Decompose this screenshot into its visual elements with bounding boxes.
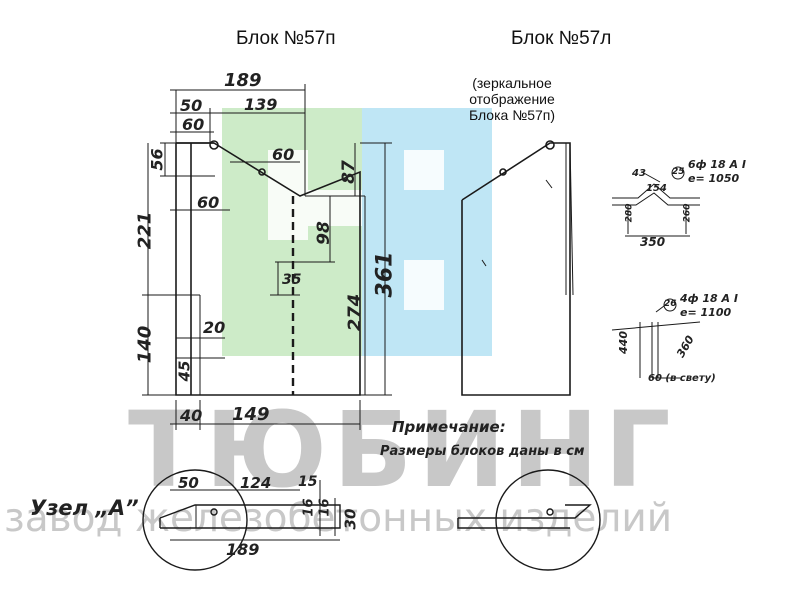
dim-50: 50 xyxy=(180,96,203,115)
node-dim-189: 189 xyxy=(226,540,260,559)
logo-blue-block xyxy=(362,108,492,356)
node-dim-16-b: 16 xyxy=(317,498,333,517)
dim-98: 98 xyxy=(313,221,334,245)
title-block-57p: Блок №57п xyxy=(236,28,336,49)
dim-140: 140 xyxy=(134,325,156,364)
sec25-h1: 280 xyxy=(624,203,635,223)
dim-274: 274 xyxy=(344,293,366,332)
block-57p-dimensions xyxy=(142,84,392,430)
dim-221: 221 xyxy=(134,211,156,250)
dim-60-left: 60 xyxy=(197,193,220,212)
node-a-label: Узел „А” xyxy=(30,496,139,520)
sec26-gap: 60 (в свету) xyxy=(648,373,716,384)
dim-139: 139 xyxy=(244,95,278,114)
sec25-number: 25 xyxy=(672,167,685,177)
dim-60-top: 60 xyxy=(182,115,205,134)
sec26-height: 440 xyxy=(616,331,630,354)
dim-60-mid: 60 xyxy=(272,145,295,164)
sec26-length: е= 1100 xyxy=(680,306,732,319)
block-57l-outline xyxy=(461,140,574,396)
dim-56: 56 xyxy=(147,148,167,171)
dim-45: 45 xyxy=(175,360,194,382)
logo-white-bar-3 xyxy=(404,260,444,310)
watermark-brand: ТЮБИНГ xyxy=(128,389,677,511)
node-dim-15: 15 xyxy=(298,474,318,490)
dim-87: 87 xyxy=(338,160,359,184)
sec25-angle-154: 154 xyxy=(646,183,667,194)
node-a-detail xyxy=(142,469,601,571)
dim-361: 361 xyxy=(372,251,398,298)
dim-35: 35 xyxy=(282,272,302,288)
mirror-note-line-2: отображение xyxy=(469,91,555,107)
title-block-57l: Блок №57л xyxy=(511,28,612,49)
block-57p-outline xyxy=(175,140,361,396)
note-body: Размеры блоков даны в см xyxy=(380,444,585,459)
sec26-rebar: 4ф 18 А I xyxy=(680,292,738,305)
node-dim-124: 124 xyxy=(240,474,272,492)
sec25-angle-43: 43 xyxy=(632,168,646,179)
note-title: Примечание: xyxy=(392,418,506,436)
node-dim-30: 30 xyxy=(341,508,360,530)
mirror-note: (зеркальное отображение Блока №57п) xyxy=(462,75,562,123)
dim-40: 40 xyxy=(180,406,203,425)
rebar-section-26 xyxy=(611,298,701,379)
sec25-rebar: 6ф 18 А I xyxy=(688,158,746,171)
rebar-section-25 xyxy=(612,166,700,237)
mirror-note-line-3: Блока №57п) xyxy=(468,107,556,123)
logo-white-bar-2 xyxy=(404,150,444,190)
dim-20: 20 xyxy=(203,318,226,337)
sec25-length: е= 1050 xyxy=(688,172,740,185)
dim-189: 189 xyxy=(224,70,262,91)
sec25-width: 350 xyxy=(640,235,666,249)
node-dim-16-a: 16 xyxy=(301,498,317,517)
mirror-note-line-1: (зеркальное xyxy=(472,75,552,91)
node-dim-50: 50 xyxy=(178,474,199,492)
sec25-h2: 260 xyxy=(682,203,693,223)
dim-149: 149 xyxy=(232,404,270,425)
sec26-number: 26 xyxy=(664,299,677,309)
